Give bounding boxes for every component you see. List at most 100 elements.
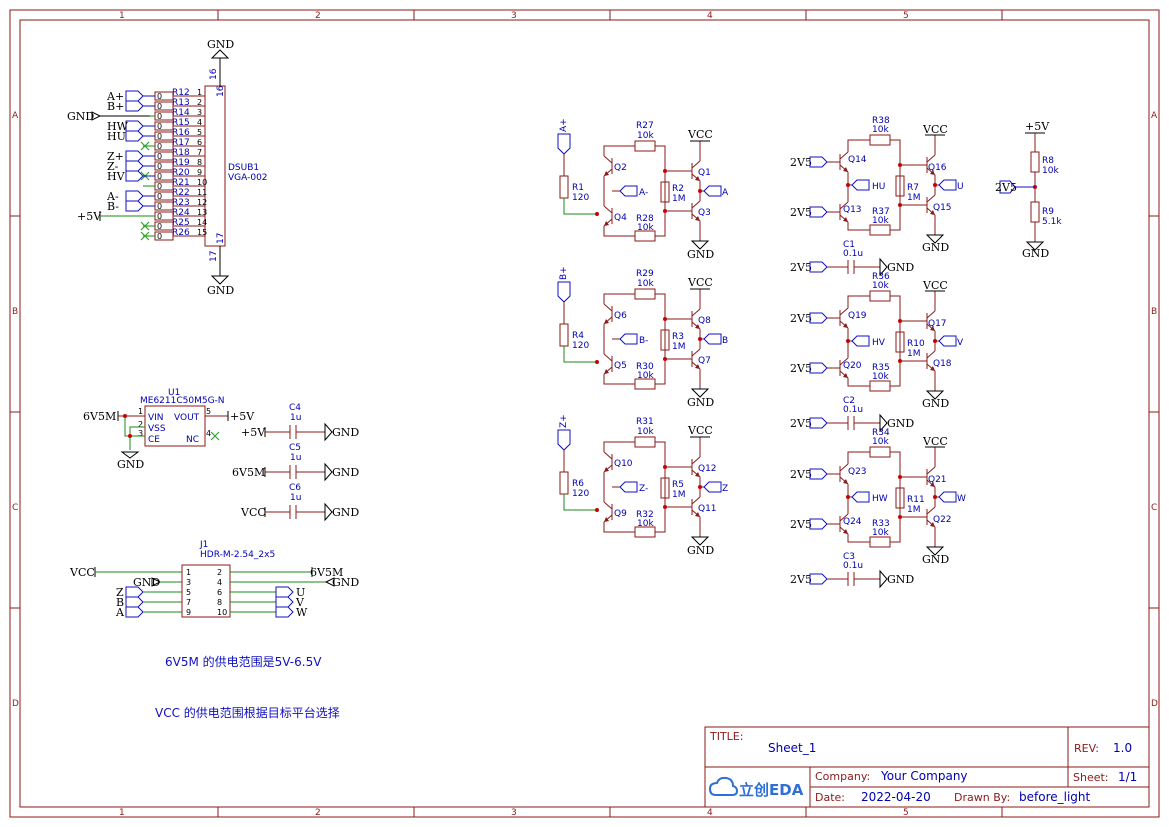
dsub-pin-12: 12 [197, 198, 207, 207]
cap-gnd-c4: GND [332, 426, 359, 439]
hall-driver-u[interactable]: 2V52V5Q14Q13HUR3810kR3710kR71MQ16Q15VCCU… [790, 116, 964, 277]
regulator-u1[interactable]: U1 ME6211C50M5G-N VIN VSS CE VOUT NC 1 2… [83, 388, 255, 471]
u1-gnd: GND [117, 458, 144, 471]
zone-col-5: 5 [903, 11, 909, 21]
hall-rbot-val-u: 10k [872, 216, 889, 226]
hall-q-top-ref-u: Q14 [848, 155, 867, 165]
outer-border [9, 9, 1160, 818]
hall-driver-v[interactable]: 2V52V5Q19Q20HVR3610kR3510kR101MQ17Q18VCC… [790, 272, 964, 433]
u1-n1: 1 [138, 407, 143, 416]
driver-rmid-val-z: 1M [672, 490, 686, 500]
cap-net-c6: VCC [240, 506, 266, 519]
dsub-pin-15: 15 [197, 228, 207, 237]
driver-rbot-ref-a: R28 [636, 214, 654, 224]
driver-rbot-val-a: 10k [637, 223, 654, 233]
dsub-port-label-8: B- [107, 200, 119, 213]
driver-rin-val-z: 120 [572, 489, 589, 499]
u1-designator: U1 [168, 388, 180, 398]
dsub-res-ref-15: R26 [172, 228, 190, 238]
rev-label: REV: [1074, 742, 1099, 755]
u1-pin-vout: VOUT [174, 413, 200, 423]
divider-gnd: GND [1022, 247, 1049, 260]
cloud-icon [708, 776, 739, 796]
driver-rtop-val-a: 10k [637, 131, 654, 141]
driver-z[interactable]: Z+R6120Q10Q9Z-R3110kR3210kR51MQ12Q11VCCZ… [557, 414, 728, 557]
j1-vcc: VCC [69, 566, 95, 579]
j1-pin-9: 9 [186, 608, 191, 617]
sheet-label: Sheet: [1073, 771, 1109, 784]
driver-rbot-ref-b: R30 [636, 362, 654, 372]
cap-net-c4: +5V [241, 426, 266, 439]
hall-rbot-ref-w: R33 [872, 519, 890, 529]
dsub-pin17-inner: 17 [216, 233, 226, 244]
hall-cap-port-w [809, 573, 828, 585]
hall-in-v-1: 2V5 [790, 362, 812, 375]
j1-left-label-a: A [115, 606, 125, 619]
divider-net: 2V5 [995, 181, 1017, 194]
j1-designator: J1 [199, 540, 208, 550]
driver-rmid-b [660, 329, 670, 351]
hall-rtop-u [869, 134, 891, 146]
j1-pin-5: 5 [186, 588, 191, 597]
hall-q-out-bot-ref-w: Q22 [933, 515, 952, 525]
divider-top-net: +5V [1025, 120, 1050, 133]
hall-q-bot-ref-u: Q13 [843, 205, 862, 215]
driver-q-out-bot-ref-z: Q11 [698, 504, 717, 514]
hall-q-out-top-ref-u: Q16 [928, 163, 947, 173]
dsub-res-val-10: 0 [157, 182, 162, 191]
driver-neg-port-b [619, 333, 638, 345]
driver-rmid-val-a: 1M [672, 194, 686, 204]
hall-rmid-u [895, 175, 905, 197]
hall-rtop-ref-u: R38 [872, 116, 890, 126]
driver-q-top-ref-b: Q6 [614, 311, 627, 321]
j1-gnd-left: GND [133, 576, 160, 589]
driver-rmid-ref-b: R3 [672, 332, 684, 342]
dsub-pin-14: 14 [197, 218, 207, 227]
dsub-pin-6: 6 [197, 138, 202, 147]
driver-gnd-b: GND [687, 396, 714, 409]
driver-in-port-z [557, 429, 571, 451]
note-6v5m: 6V5M 的供电范围是5V-6.5V [165, 654, 322, 669]
dsub-res-val-9: 0 [157, 172, 162, 181]
cap-ref-c6: C6 [289, 483, 301, 493]
dsub-pin17-outer: 17 [209, 251, 219, 262]
dsub-res-val-3: 0 [157, 112, 162, 121]
zone-row-c: C [12, 503, 18, 513]
zone-row-b-right: B [1151, 307, 1157, 317]
dsub-bottom-gnd: GND [207, 284, 234, 297]
dsub-port-hv [125, 170, 144, 182]
driver-rtop-b [634, 288, 656, 300]
dsub-port-zminus [125, 160, 144, 172]
hall-q-bot-ref-w: Q24 [843, 517, 862, 527]
dsub-pin-2: 2 [197, 98, 202, 107]
u1-n5: 5 [206, 407, 211, 416]
u1-n3: 3 [138, 429, 143, 438]
hall-driver-w[interactable]: 2V52V5Q23Q24HWR3410kR3310kR111MQ21Q22VCC… [790, 428, 966, 589]
hall-sense-port-u [851, 179, 870, 191]
hall-gnd-w: GND [922, 553, 949, 566]
hall-cap-port-v [809, 417, 828, 429]
driver-rin-a [559, 175, 569, 199]
driver-q-out-bot-ref-a: Q3 [698, 208, 711, 218]
dsub-part: VGA-002 [228, 173, 268, 183]
cap-val-c5: 1u [290, 453, 301, 463]
j1-pin-10: 10 [217, 608, 227, 617]
hall-sense-port-w-label: HW [872, 494, 888, 504]
divider-network[interactable]: +5V R8 10k 2V5 R9 5.1k GND [995, 120, 1062, 260]
dsub-res-val-13: 0 [157, 212, 162, 221]
dsub-res-ref-8: R19 [172, 158, 190, 168]
sheet-value: 1/1 [1118, 770, 1137, 784]
driver-vcc-a: VCC [687, 128, 713, 141]
r8-val: 10k [1042, 166, 1059, 176]
r9-body [1030, 201, 1040, 223]
dsub-res-ref-13: R24 [172, 208, 190, 218]
hall-rmid-val-v: 1M [907, 349, 921, 359]
zone-col-3: 3 [511, 11, 517, 21]
inner-border [19, 19, 1150, 808]
